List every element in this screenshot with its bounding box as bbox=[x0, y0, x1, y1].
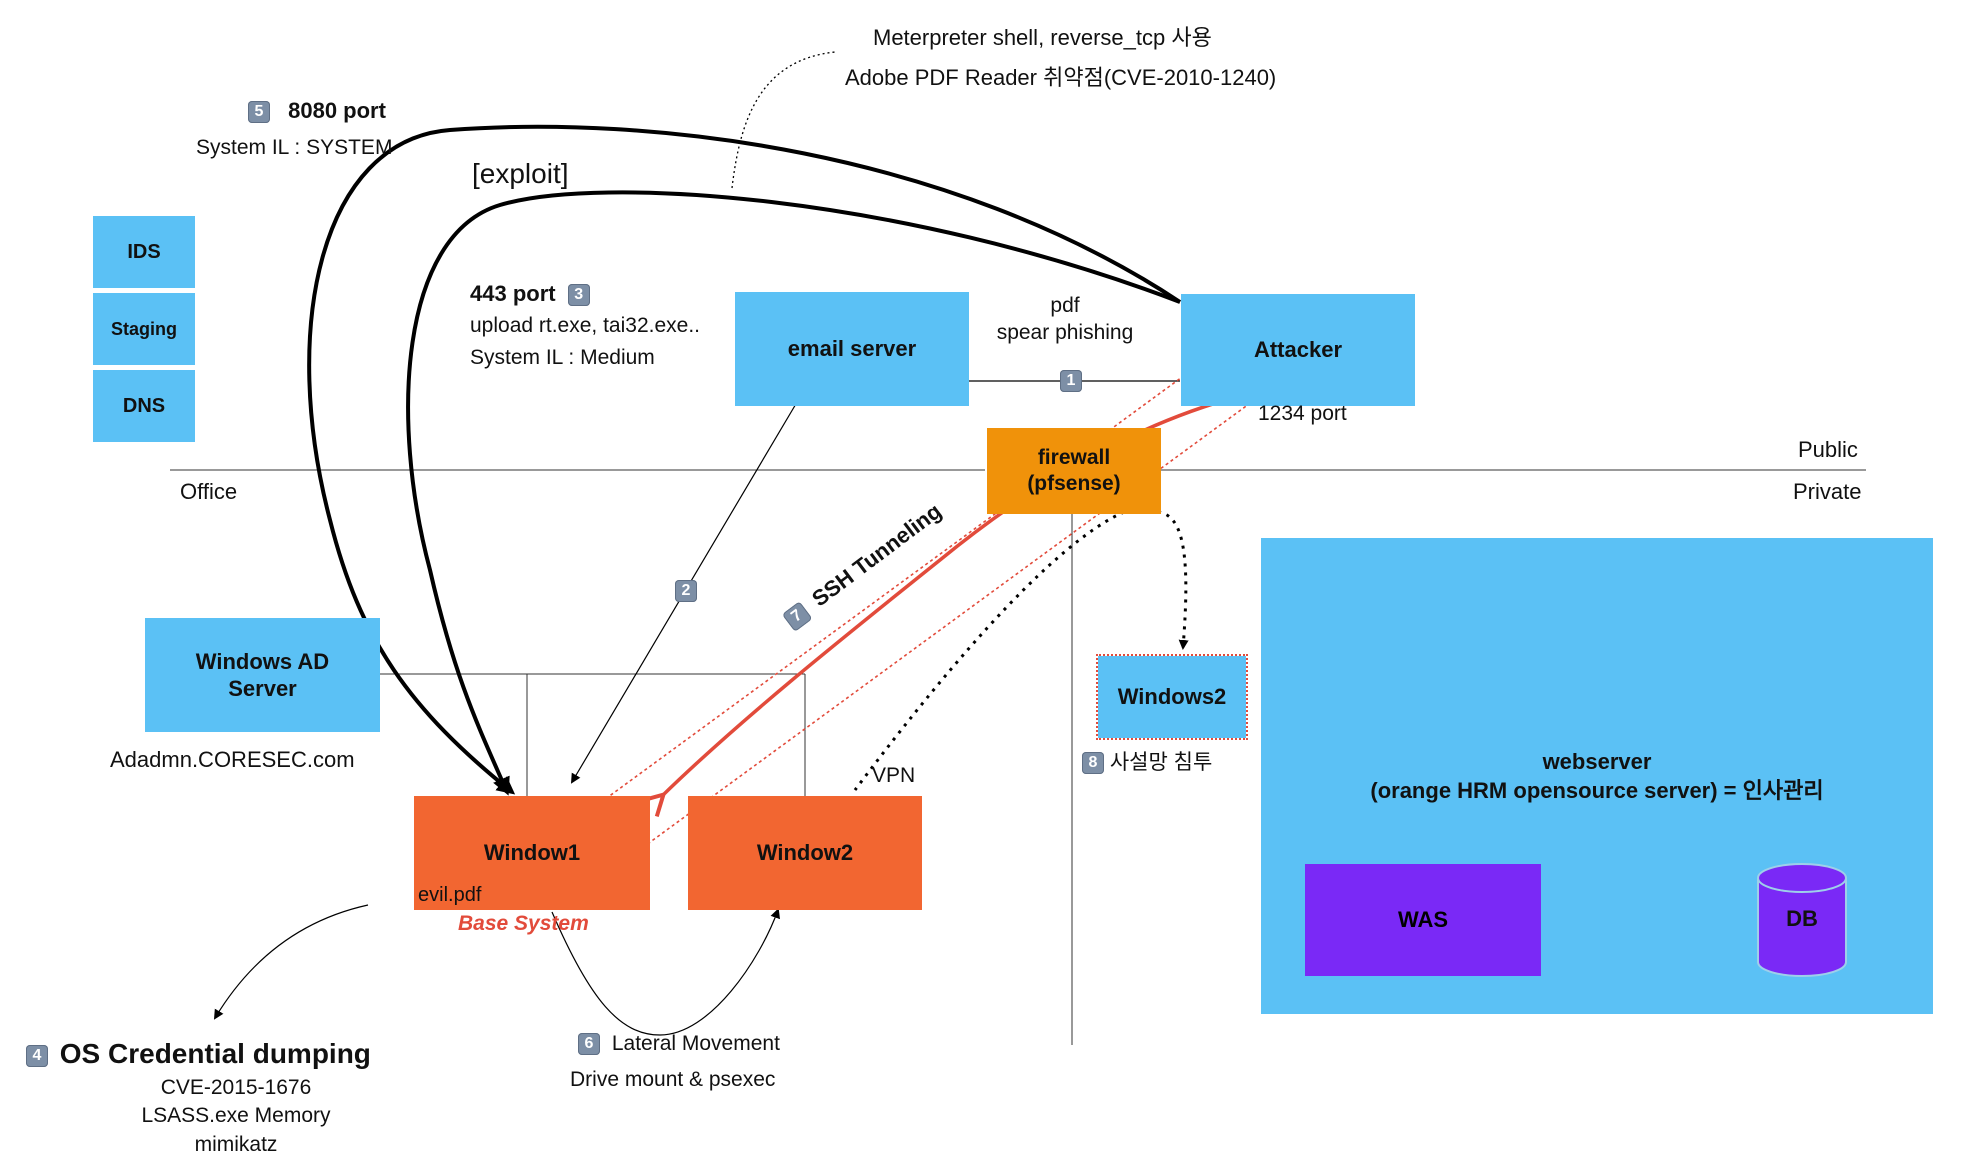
step3-port-label: 443 port 3 bbox=[470, 281, 590, 307]
step5-badge: 5 bbox=[248, 101, 270, 124]
step2-badge: 2 bbox=[675, 580, 697, 602]
meterpreter-note: Meterpreter shell, reverse_tcp 사용 bbox=[873, 25, 1212, 50]
windows-ad-label-line2: Server bbox=[228, 676, 297, 701]
windows2-private-label: Windows2 bbox=[1117, 684, 1227, 710]
window1-label: Window1 bbox=[483, 840, 581, 866]
step4-title: 4 OS Credential dumping bbox=[26, 1038, 371, 1070]
credential-details: CVE-2015-1676 LSASS.exe Memory mimikatz bbox=[86, 1074, 386, 1159]
public-zone-label: Public bbox=[1798, 437, 1858, 462]
drive-mount-label: Drive mount & psexec bbox=[570, 1068, 776, 1091]
step8-label: 8 사설망 침투 bbox=[1082, 746, 1212, 776]
pdf-label: pdf bbox=[1050, 294, 1080, 317]
webserver-label-line1: webserver bbox=[1542, 749, 1652, 774]
attacker-node: Attacker bbox=[1181, 294, 1415, 406]
adobe-vuln-note: Adobe PDF Reader 취약점(CVE-2010-1240) bbox=[845, 65, 1277, 90]
arrow-to-credential-dumping bbox=[213, 904, 369, 1020]
firewall-label-line2: (pfsense) bbox=[1027, 472, 1121, 495]
base-system-label: Base System bbox=[458, 912, 589, 935]
port8080-text: 8080 port bbox=[288, 98, 386, 123]
was-label: WAS bbox=[1397, 907, 1449, 933]
upload-label: upload rt.exe, tai32.exe.. bbox=[470, 314, 700, 337]
system-il-medium-label: System IL : Medium bbox=[470, 346, 655, 369]
step5-port-label: 5 8080 port bbox=[248, 98, 386, 124]
dns-label: DNS bbox=[122, 394, 166, 417]
firewall-label-line1: firewall bbox=[1037, 445, 1111, 469]
dotted-firewall-to-windows2 bbox=[1157, 510, 1189, 650]
was-node: WAS bbox=[1305, 864, 1541, 976]
curve-443-exploit bbox=[406, 190, 1181, 796]
arrow-lateral-movement bbox=[551, 908, 780, 1036]
ids-label: IDS bbox=[127, 240, 161, 263]
staging-label: Staging bbox=[111, 318, 177, 339]
step3-badge: 3 bbox=[567, 284, 590, 307]
evil-pdf-label: evil.pdf bbox=[418, 884, 482, 906]
cve2015-label: CVE-2015-1676 bbox=[160, 1076, 312, 1099]
system-il-system-label: System IL : SYSTEM bbox=[196, 136, 393, 159]
windows-ad-label-line1: Windows AD bbox=[195, 648, 330, 674]
os-credential-text: OS Credential dumping bbox=[59, 1038, 371, 1069]
mimikatz-label: mimikatz bbox=[194, 1132, 278, 1156]
lateral-movement-text: Lateral Movement bbox=[611, 1032, 780, 1055]
office-zone-label: Office bbox=[180, 479, 238, 504]
step4-badge: 4 bbox=[26, 1044, 48, 1067]
attacker-label: Attacker bbox=[1253, 337, 1343, 363]
webserver-label-line2: (orange HRM opensource server) = 인사관리 bbox=[1370, 777, 1824, 803]
step1-badge: 1 bbox=[1060, 370, 1082, 392]
step6-label: 6 Lateral Movement bbox=[578, 1032, 780, 1056]
spear-phishing-label: spear phishing bbox=[996, 321, 1134, 345]
callout-meterpreter-dotted bbox=[731, 51, 836, 189]
dotted-vpn-line bbox=[853, 510, 1125, 791]
dns-node: DNS bbox=[93, 370, 195, 442]
private-zone-label: Private bbox=[1793, 479, 1862, 504]
private-intrusion-text: 사설망 침투 bbox=[1109, 751, 1213, 774]
step8-badge: 8 bbox=[1082, 752, 1104, 775]
port443-text: 443 port bbox=[470, 281, 556, 306]
vpn-label: VPN bbox=[872, 764, 916, 787]
lsass-label: LSASS.exe Memory bbox=[141, 1104, 331, 1128]
email-server-node: email server bbox=[735, 292, 969, 406]
email-server-label: email server bbox=[787, 336, 917, 362]
webserver-title: webserver (orange HRM opensource server)… bbox=[1370, 748, 1823, 805]
window2-node: Window2 bbox=[688, 796, 922, 910]
windows2-private-node: Windows2 bbox=[1096, 654, 1248, 740]
port1234-label: 1234 port bbox=[1258, 402, 1347, 425]
db-label: DB bbox=[1786, 906, 1818, 931]
spear-phishing-note: pdf spear phishing bbox=[985, 292, 1145, 347]
firewall-node: firewall (pfsense) bbox=[987, 428, 1161, 514]
step6-badge: 6 bbox=[578, 1033, 600, 1056]
ids-node: IDS bbox=[93, 216, 195, 288]
window2-label: Window2 bbox=[756, 840, 854, 866]
exploit-label: [exploit] bbox=[472, 158, 569, 189]
staging-node: Staging bbox=[93, 293, 195, 365]
ad-domain-label: Adadmn.CORESEC.com bbox=[110, 747, 355, 772]
ssh-tunnel-frame bbox=[561, 340, 1266, 883]
db-cylinder bbox=[1757, 863, 1847, 977]
windows-ad-server-node: Windows AD Server bbox=[145, 618, 380, 732]
window1-node: Window1 bbox=[414, 796, 650, 910]
